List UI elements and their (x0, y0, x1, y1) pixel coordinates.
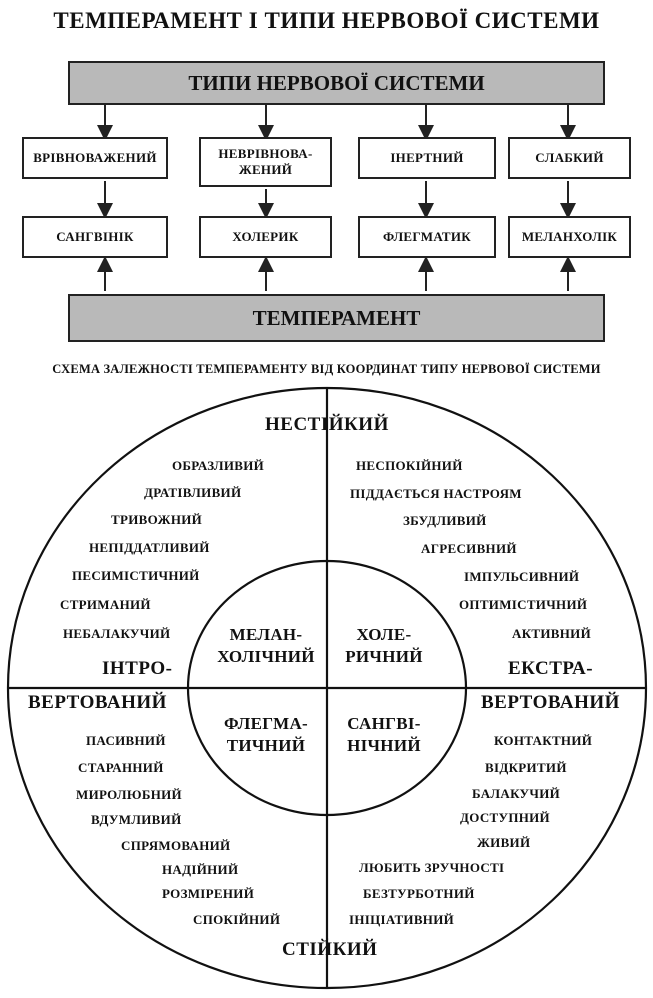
axis-label-extra-top: ЕКСТРА- (508, 658, 594, 679)
trait-tl-1: ОБРАЗЛИВИЙ (172, 458, 265, 473)
trait-br-6: ЛЮБИТЬ ЗРУЧНОСТІ (359, 860, 505, 875)
trait-br-8: ІНІЦІАТИВНИЙ (349, 912, 455, 927)
temperament-phlegmatic-box: ФЛЕГМАТИК (358, 216, 496, 258)
trait-br-3: БАЛАКУЧИЙ (472, 786, 561, 801)
temperament-choleric-box: ХОЛЕРИК (199, 216, 332, 258)
type-unbalanced-box: НЕВРІВНОВА- ЖЕНИЙ (199, 137, 332, 187)
trait-br-4: ДОСТУПНИЙ (460, 810, 550, 825)
trait-tl-7: НЕБАЛАКУЧИЙ (63, 626, 171, 641)
trait-br-7: БЕЗТУРБОТНИЙ (363, 886, 475, 901)
trait-tr-2: ПІДДАЄТЬСЯ НАСТРОЯМ (350, 486, 522, 501)
trait-bl-6: НАДІЙНИЙ (162, 862, 239, 877)
trait-bl-1: ПАСИВНИЙ (86, 733, 166, 748)
type-inert-box: ІНЕРТНИЙ (358, 137, 496, 179)
temperament-circle-scheme (6, 386, 648, 990)
trait-bl-5: СПРЯМОВАНИЙ (121, 838, 231, 853)
trait-br-2: ВІДКРИТИЙ (485, 760, 567, 775)
type-balanced-box: ВРІВНОВАЖЕНИЙ (22, 137, 168, 179)
trait-br-5: ЖИВИЙ (477, 835, 531, 850)
trait-tl-6: СТРИМАНИЙ (60, 597, 151, 612)
inner-sanguine: САНГВІ- НІЧНИЙ (347, 714, 421, 755)
inner-choleric: ХОЛЕ- РИЧНИЙ (345, 625, 423, 666)
trait-tr-3: ЗБУДЛИВИЙ (403, 513, 487, 528)
scheme-title: СХЕМА ЗАЛЕЖНОСТІ ТЕМПЕРАМЕНТУ ВІД КООРДИ… (52, 362, 601, 376)
inner-phlegmatic: ФЛЕГМА- ТИЧНИЙ (223, 714, 308, 755)
trait-tl-5: ПЕСИМІСТИЧНИЙ (72, 568, 200, 583)
trait-bl-7: РОЗМІРЕНИЙ (162, 886, 255, 901)
temperament-bar: ТЕМПЕРАМЕНТ (68, 294, 605, 342)
axis-label-unstable: НЕСТІЙКИЙ (265, 414, 389, 435)
trait-tl-2: ДРАТІВЛИВИЙ (144, 485, 242, 500)
nervous-system-types-bar: ТИПИ НЕРВОВОЇ СИСТЕМИ (68, 61, 605, 105)
axis-label-extra-bottom: ВЕРТОВАНИЙ (481, 692, 620, 713)
type-weak-box: СЛАБКИЙ (508, 137, 631, 179)
page-title: ТЕМПЕРАМЕНТ І ТИПИ НЕРВОВОЇ СИСТЕМИ (53, 8, 600, 33)
trait-bl-3: МИРОЛЮБНИЙ (76, 787, 182, 802)
inner-melancholic: МЕЛАН- ХОЛІЧНИЙ (217, 625, 315, 666)
trait-bl-8: СПОКІЙНИЙ (193, 912, 281, 927)
trait-tl-4: НЕПІДДАТЛИВИЙ (89, 540, 210, 555)
trait-tr-6: ОПТИМІСТИЧНИЙ (459, 597, 588, 612)
trait-tr-5: ІМПУЛЬСИВНИЙ (464, 569, 580, 584)
trait-tl-3: ТРИВОЖНИЙ (111, 512, 203, 527)
axis-label-intro-top: ІНТРО- (102, 658, 173, 679)
trait-tr-7: АКТИВНИЙ (512, 626, 592, 641)
trait-tr-4: АГРЕСИВНИЙ (421, 541, 517, 556)
axis-label-stable: СТІЙКИЙ (282, 939, 378, 960)
temperament-sanguine-box: САНГВІНІК (22, 216, 168, 258)
axis-label-intro-bottom: ВЕРТОВАНИЙ (28, 692, 167, 713)
trait-bl-2: СТАРАННИЙ (78, 760, 164, 775)
trait-br-1: КОНТАКТНИЙ (494, 733, 593, 748)
temperament-melancholic-box: МЕЛАНХОЛІК (508, 216, 631, 258)
trait-bl-4: ВДУМЛИВИЙ (91, 812, 182, 827)
trait-tr-1: НЕСПОКІЙНИЙ (356, 458, 463, 473)
